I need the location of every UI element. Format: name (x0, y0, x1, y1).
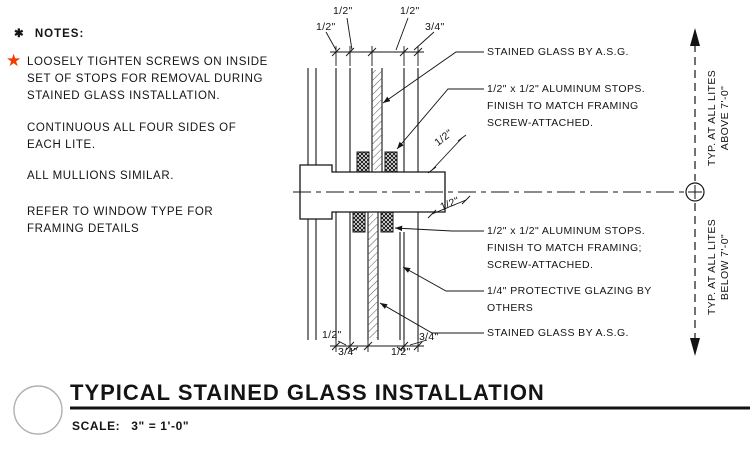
leader-line (396, 88, 484, 150)
callout-line: OTHERS (487, 302, 534, 314)
callout-line: SCREW-ATTACHED. (487, 259, 594, 271)
side-label-line: TYP. AT ALL LITES (706, 218, 718, 316)
aluminum-stops (352, 151, 398, 233)
detail-bubble (13, 385, 63, 435)
note-refer: REFER TO WINDOW TYPE FOR FRAMING DETAILS (27, 204, 213, 238)
callout-stained-glass-top: STAINED GLASS BY A.S.G. (487, 44, 629, 61)
callout-leaders (379, 51, 484, 334)
down-arrow-icon (690, 338, 700, 356)
side-label-line: TYP. AT ALL LITES (706, 69, 718, 167)
note-starred: LOOSELY TIGHTEN SCREWS ON INSIDE SET OF … (27, 54, 268, 105)
scale-value: 3" = 1'-0" (131, 419, 190, 433)
note-line: LOOSELY TIGHTEN SCREWS ON INSIDE (27, 56, 268, 68)
up-arrow-icon (690, 28, 700, 46)
dim-label: 1/2" (391, 346, 411, 358)
notes-heading: ✱ NOTES: (14, 26, 84, 40)
dim-label: 3/4" (419, 331, 439, 343)
note-line: REFER TO WINDOW TYPE FOR (27, 206, 214, 218)
callout-line: SCREW-ATTACHED. (487, 117, 594, 129)
note-continuous: CONTINUOUS ALL FOUR SIDES OF EACH LITE. (27, 120, 236, 154)
callout-aluminum-stops-bottom: 1/2" x 1/2" ALUMINUM STOPS. FINISH TO MA… (487, 223, 645, 274)
note-line: FRAMING DETAILS (27, 223, 140, 235)
callout-line: 1/2" x 1/2" ALUMINUM STOPS. (487, 83, 646, 95)
dim-label: 1/2" (400, 5, 420, 17)
note-line: CONTINUOUS ALL FOUR SIDES OF (27, 122, 237, 134)
note-line: EACH LITE. (27, 139, 96, 151)
callout-line: STAINED GLASS BY A.S.G. (487, 327, 629, 339)
note-line: STAINED GLASS INSTALLATION. (27, 90, 221, 102)
dim-label: 1/2" (316, 21, 336, 33)
glass-stop (356, 151, 370, 173)
side-label-line: ABOVE 7'-0" (719, 85, 731, 151)
asterisk-icon: ✱ (14, 28, 25, 40)
callout-aluminum-stops-top: 1/2" x 1/2" ALUMINUM STOPS. FINISH TO MA… (487, 81, 645, 132)
scale-label: SCALE: (72, 419, 121, 433)
callout-line: FINISH TO MATCH FRAMING; (487, 242, 642, 254)
notes-heading-label: NOTES: (34, 28, 85, 40)
stained-glass-lower-hatch (368, 214, 378, 338)
callout-line: 1/4" PROTECTIVE GLAZING BY (487, 285, 652, 297)
stop-dimensions (427, 134, 471, 219)
glass-stop (380, 211, 394, 233)
leader-line (402, 266, 484, 292)
bottom-dimension (330, 339, 428, 352)
side-label-below: TYP. AT ALL LITES BELOW 7'-0" (706, 207, 732, 327)
side-label-line: BELOW 7'-0" (719, 233, 731, 301)
callout-line: FINISH TO MATCH FRAMING (487, 100, 639, 112)
dim-label: 1/2" (322, 329, 342, 341)
dim-label: 3/4" (338, 346, 358, 358)
note-line: ALL MULLIONS SIMILAR. (27, 170, 175, 182)
dim-label: 1/2" (333, 5, 353, 17)
star-icon: ★ (6, 51, 22, 70)
note-mullions: ALL MULLIONS SIMILAR. (27, 168, 174, 185)
callout-protective-glazing: 1/4" PROTECTIVE GLAZING BY OTHERS (487, 283, 652, 317)
glass-stop (352, 211, 366, 233)
callout-line: 1/2" x 1/2" ALUMINUM STOPS. (487, 225, 646, 237)
leader-line (394, 225, 484, 232)
dim-label: 3/4" (425, 21, 445, 33)
leader-line (382, 51, 484, 104)
vertical-extent-dimension (685, 28, 705, 356)
callout-line: STAINED GLASS BY A.S.G. (487, 46, 629, 58)
side-label-above: TYP. AT ALL LITES ABOVE 7'-0" (706, 58, 732, 178)
note-line: SET OF STOPS FOR REMOVAL DURING (27, 73, 264, 85)
scale-note: SCALE: 3" = 1'-0" (72, 419, 189, 433)
glass-stop (384, 151, 398, 173)
leader-line (379, 302, 484, 334)
drawing-title: TYPICAL STAINED GLASS INSTALLATION (70, 380, 545, 405)
callout-stained-glass-bottom: STAINED GLASS BY A.S.G. (487, 325, 629, 342)
stained-glass-upper-hatch (372, 70, 382, 170)
top-dimension (325, 17, 435, 66)
